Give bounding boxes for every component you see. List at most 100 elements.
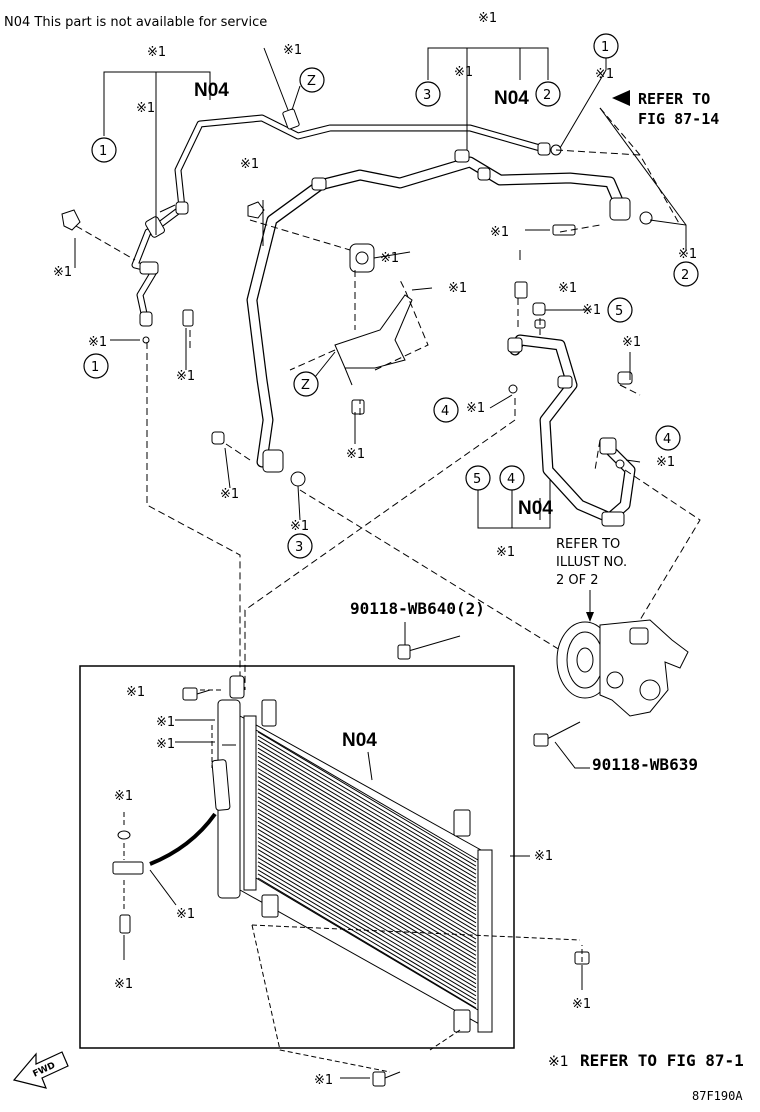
svg-text:4: 4	[507, 472, 515, 487]
fitting	[175, 201, 189, 215]
ref-mark: ※1	[346, 447, 365, 462]
bracket-assembly	[334, 294, 413, 386]
ref-labels-upper: ※1 ※1 ※1 ※1 ※1 ※1 ※1 ※1 ※1 ※1 ※1 ※1 ※1 ※…	[53, 11, 697, 560]
upper-pipe	[146, 114, 544, 236]
legend-symbol: ※1	[548, 1054, 569, 1070]
callout-1: 1	[83, 353, 109, 379]
callout-z: Z	[293, 371, 319, 397]
ref-mark: ※1	[595, 67, 614, 82]
ref-mark: ※1	[283, 43, 302, 58]
refer-fig-87-14: REFER TO FIG 87-14	[612, 90, 719, 128]
refer-fig-line-2: FIG 87-14	[638, 110, 719, 128]
ref-mark: ※1	[156, 715, 175, 730]
middle-hose	[246, 156, 628, 468]
fitting	[139, 311, 153, 327]
ref-mark: ※1	[114, 789, 133, 804]
pressure-switch	[145, 204, 176, 238]
fitting	[609, 197, 631, 221]
fitting	[601, 511, 625, 527]
svg-text:1: 1	[601, 40, 609, 55]
ref-mark: ※1	[572, 997, 591, 1012]
svg-text:3: 3	[423, 88, 431, 103]
svg-text:Z: Z	[307, 74, 316, 89]
ref-mark: ※1	[176, 369, 195, 384]
callout-2: 2	[673, 261, 699, 287]
callout-z: Z	[299, 67, 325, 93]
ref-labels-lower: ※1 ※1 ※1 ※1 ※1 ※1 ※1 ※1 ※1	[114, 685, 591, 1088]
ref-mark: ※1	[147, 45, 166, 60]
svg-text:4: 4	[663, 432, 671, 447]
ref-mark: ※1	[490, 225, 509, 240]
part-number-wb639: 90118-WB639	[592, 755, 698, 774]
part-number-wb640: 90118-WB640(2)	[350, 599, 485, 618]
fitting	[139, 261, 159, 275]
dashed-leaders-lower	[123, 689, 583, 1073]
callout-5: 5	[607, 297, 633, 323]
clamp-top	[282, 108, 300, 130]
ref-mark: ※1	[176, 907, 195, 922]
ref-mark: ※1	[380, 251, 399, 266]
svg-text:2: 2	[681, 268, 689, 283]
compressor-bolts	[397, 635, 581, 747]
callout-2: 2	[535, 81, 561, 107]
dashed-leaders-upper	[75, 107, 701, 690]
callout-lines	[74, 47, 687, 622]
ref-mark: ※1	[53, 265, 72, 280]
fitting	[537, 142, 551, 156]
fitting	[557, 375, 573, 389]
fitting	[599, 437, 617, 455]
right-hose	[509, 334, 636, 524]
svg-text:1: 1	[99, 144, 107, 159]
legend: ※1 REFER TO FIG 87-1	[548, 1051, 744, 1070]
callout-1: 1	[593, 33, 619, 59]
ref-mark: ※1	[88, 335, 107, 350]
small-hardware	[142, 144, 653, 487]
hose-bracket	[349, 243, 375, 273]
svg-text:5: 5	[473, 472, 481, 487]
ref-mark: ※1	[114, 977, 133, 992]
callout-lines-lower	[123, 719, 583, 1079]
callout-4: 4	[655, 425, 681, 451]
fitting	[311, 177, 327, 191]
figure-id: 87F190A	[692, 1089, 743, 1103]
condenser-bolts	[182, 687, 590, 1087]
ref-mark: ※1	[454, 65, 473, 80]
fitting	[454, 149, 470, 163]
condenser-box	[79, 665, 515, 1049]
number-callouts: 1 3 2 1 Z 2 5 1 Z 4 4 5 4 3	[83, 33, 699, 559]
svg-text:3: 3	[295, 540, 303, 555]
ref-mark: ※1	[496, 545, 515, 560]
callout-3: 3	[287, 533, 313, 559]
refer-fig-line-1: REFER TO	[638, 90, 710, 108]
refer-illust-line-3: 2 OF 2	[556, 573, 599, 588]
ref-mark: ※1	[314, 1073, 333, 1088]
svg-text:Z: Z	[301, 378, 310, 393]
callout-5: 5	[465, 465, 491, 491]
ref-mark: ※1	[290, 519, 309, 534]
callout-1: 1	[91, 137, 117, 163]
ref-mark: ※1	[622, 335, 641, 350]
ref-mark: ※1	[220, 487, 239, 502]
callout-3: 3	[415, 81, 441, 107]
fitting	[262, 449, 284, 473]
ref-mark: ※1	[478, 11, 497, 26]
n04-label: N04	[518, 498, 553, 519]
ref-mark: ※1	[448, 281, 467, 296]
refer-illust-line-2: ILLUST NO.	[556, 555, 627, 570]
fwd-arrow: FWD	[12, 1051, 69, 1089]
fitting	[477, 167, 491, 181]
ref-mark: ※1	[156, 737, 175, 752]
ref-mark: ※1	[136, 101, 155, 116]
fittings	[139, 142, 631, 527]
wb639-leader	[554, 741, 590, 769]
callout-4: 4	[433, 397, 459, 423]
compressor	[556, 619, 689, 717]
svg-text:4: 4	[441, 404, 449, 419]
refer-illust: REFER TO ILLUST NO. 2 OF 2	[556, 537, 627, 588]
ref-mark: ※1	[582, 303, 601, 318]
left-tube	[131, 228, 159, 322]
ref-mark: ※1	[558, 281, 577, 296]
ref-mark: ※1	[678, 247, 697, 262]
